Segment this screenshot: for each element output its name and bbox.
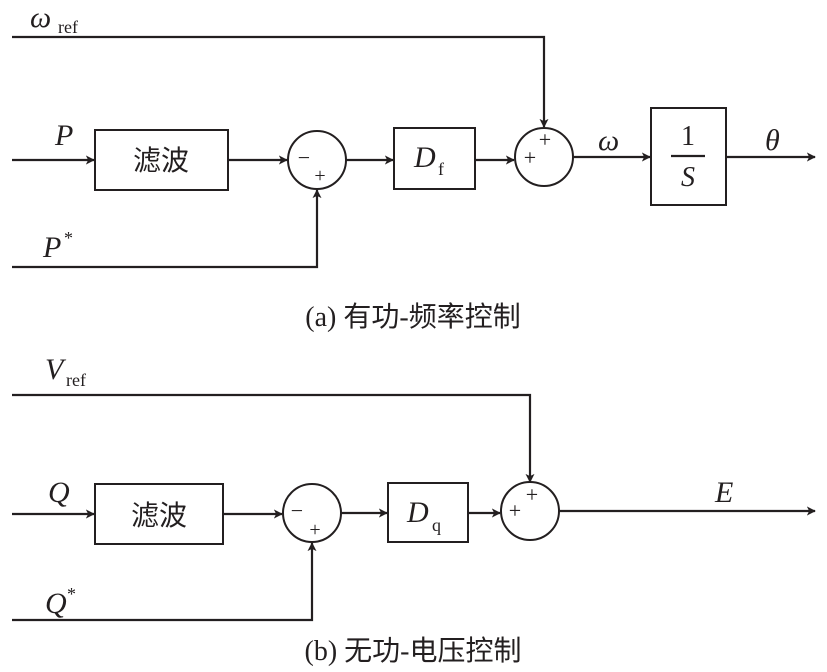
integrator-numerator: 1 bbox=[681, 121, 695, 152]
v-ref-signal-line bbox=[12, 393, 535, 483]
v-ref-subscript: ref bbox=[66, 370, 86, 390]
q-input-label: Q bbox=[48, 476, 70, 509]
dq-symbol: D bbox=[406, 496, 429, 529]
e-label: E bbox=[714, 476, 733, 509]
sum2-plus-top-a: + bbox=[539, 127, 551, 152]
sum2-plus-left-b: + bbox=[509, 498, 521, 523]
p-star-line bbox=[12, 189, 322, 269]
sum2-plus-left-a: + bbox=[524, 145, 536, 170]
omega-label: ω bbox=[598, 124, 619, 157]
q-star-line bbox=[12, 542, 317, 622]
dq-subscript: q bbox=[432, 515, 441, 535]
dq-gain-block bbox=[387, 482, 469, 543]
p-star-label: P bbox=[42, 231, 61, 264]
integrator-denominator: S bbox=[681, 162, 695, 193]
v-ref-symbol: V bbox=[45, 353, 67, 386]
p-input-label: P bbox=[54, 119, 73, 152]
part-b-reactive-power-voltage: V ref Q 滤波 − + Q * D q + + E bbox=[12, 353, 816, 667]
q-star-superscript: * bbox=[67, 584, 76, 604]
omega-ref-symbol: ω bbox=[30, 1, 51, 34]
sum1-minus-sign-b: − bbox=[291, 498, 303, 523]
filter-label-b: 滤波 bbox=[131, 499, 187, 532]
filter-block-b bbox=[94, 483, 224, 545]
sum1-plus-sign-b: + bbox=[309, 519, 320, 541]
df-gain-block bbox=[393, 127, 476, 190]
sum1-plus-sign-a: + bbox=[314, 165, 325, 187]
sum1-minus-sign-a: − bbox=[298, 145, 310, 170]
q-star-label: Q bbox=[45, 587, 67, 620]
caption-b: (b) 无功-电压控制 bbox=[305, 635, 522, 667]
integrator-block bbox=[650, 107, 727, 206]
theta-label: θ bbox=[765, 124, 780, 157]
omega-ref-subscript: ref bbox=[58, 17, 78, 37]
caption-a: (a) 有功-频率控制 bbox=[305, 301, 520, 333]
df-subscript: f bbox=[438, 159, 444, 179]
sum2-plus-top-b: + bbox=[526, 482, 538, 507]
part-a-active-power-frequency: ω ref P 滤波 − + P * D f + + ω bbox=[12, 1, 816, 333]
omega-ref-signal-line bbox=[12, 35, 549, 128]
filter-label-a: 滤波 bbox=[133, 144, 189, 177]
df-symbol: D bbox=[413, 141, 436, 174]
p-star-superscript: * bbox=[64, 228, 73, 248]
